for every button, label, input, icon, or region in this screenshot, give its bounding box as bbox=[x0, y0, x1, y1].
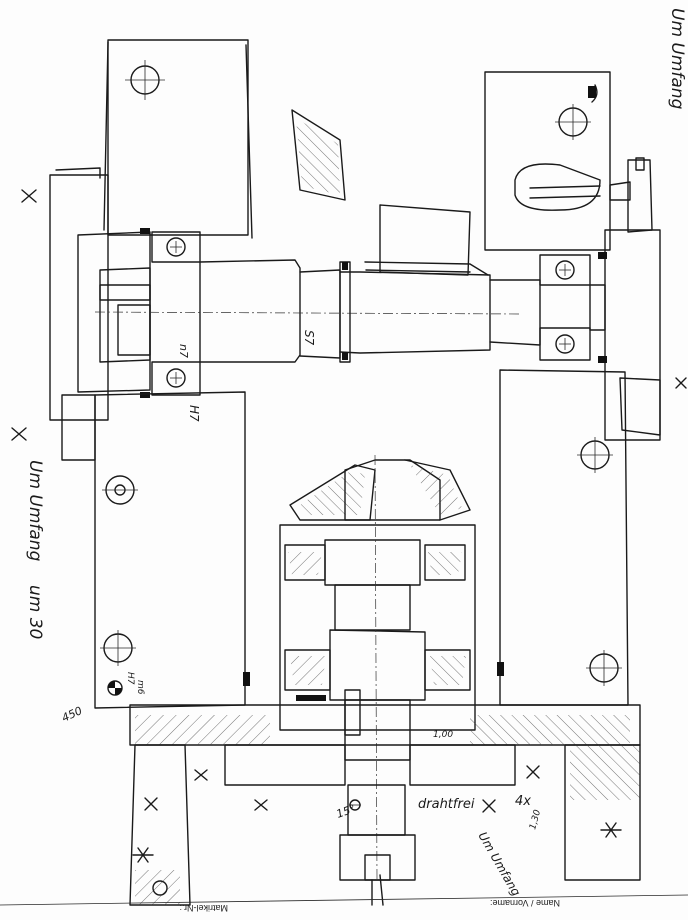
lower-right-stub bbox=[564, 744, 641, 881]
left-bearing-cover bbox=[77, 231, 151, 393]
n7-label: n7 bbox=[177, 344, 190, 358]
bevel-gear bbox=[289, 459, 471, 521]
angle-450-label: 450 bbox=[60, 704, 85, 725]
matrikel-label: Matrikel-Nr.: bbox=[179, 903, 228, 913]
lower-left-housing bbox=[94, 391, 250, 709]
angle-15-label: 15° bbox=[335, 802, 358, 821]
x-marks bbox=[11, 189, 687, 863]
right-bearing bbox=[489, 252, 607, 363]
lower-left-stub bbox=[129, 744, 191, 906]
bottom-flange bbox=[129, 704, 641, 786]
s7-shaft-label: S7 bbox=[302, 330, 316, 346]
name-label: Name / Vorname: bbox=[490, 898, 560, 908]
h7-bearing-label: H7 bbox=[187, 405, 201, 422]
upper-gear-section bbox=[291, 109, 489, 276]
count-4x-label: 4x bbox=[515, 794, 531, 809]
lower-right-housing bbox=[497, 369, 629, 706]
upper-left-housing bbox=[103, 39, 253, 239]
value-130-label: 1,30 bbox=[528, 809, 543, 831]
drahtfrei-label: drahtfrei bbox=[418, 797, 475, 812]
m6-small-label: m6 bbox=[135, 680, 145, 695]
h7-small-label: H7 bbox=[125, 672, 135, 685]
value-100-label: 1,00 bbox=[433, 730, 453, 740]
shaft-end bbox=[339, 784, 416, 906]
output-shaft bbox=[279, 454, 476, 881]
upper-right-housing bbox=[484, 71, 611, 251]
oil-plug bbox=[609, 157, 653, 233]
note-bottom-right: Um Umfang bbox=[475, 830, 523, 899]
note-top-right: Um Umfang bbox=[667, 8, 687, 110]
title-block: Matrikel-Nr.: Name / Vorname: bbox=[0, 894, 688, 913]
right-wall-section bbox=[604, 229, 661, 441]
note-left-side: Um Umfang bbox=[25, 460, 45, 562]
input-shaft bbox=[94, 259, 521, 363]
left-bearing bbox=[140, 228, 201, 398]
note-left-side-2: um 30 bbox=[25, 585, 45, 639]
